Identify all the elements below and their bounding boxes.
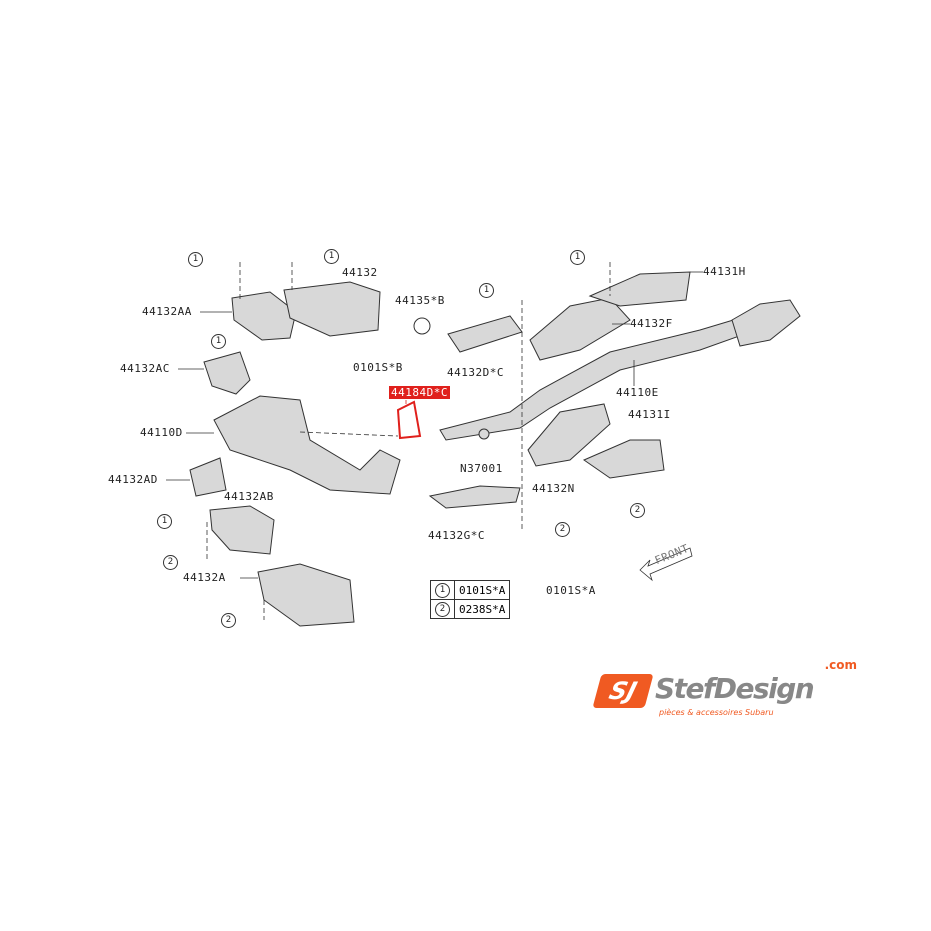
label-44132[interactable]: 44132 xyxy=(342,266,378,279)
heat-shield-44132GC xyxy=(428,485,521,509)
label-44132AC[interactable]: 44132AC xyxy=(120,362,170,375)
label-44135B[interactable]: 44135*B xyxy=(395,294,445,307)
label-44131H[interactable]: 44131H xyxy=(703,265,746,278)
callout-1: 1 xyxy=(479,283,494,298)
callout-1: 1 xyxy=(211,334,226,349)
label-44132DC[interactable]: 44132D*C xyxy=(447,366,504,379)
front-arrow xyxy=(639,547,693,582)
legend-row: 2 0238S*A xyxy=(430,599,511,619)
heat-shield-44131I xyxy=(582,439,665,479)
gasket-44184DC xyxy=(396,400,422,440)
heat-shield-44132AA xyxy=(231,291,297,341)
logo-tagline: pièces & accessoires Subaru xyxy=(659,708,774,717)
callout-2: 2 xyxy=(630,503,645,518)
manifold-44110D xyxy=(213,395,401,495)
legend-part: 0238S*A xyxy=(453,599,511,619)
label-44132AB[interactable]: 44132AB xyxy=(224,490,274,503)
label-44184DC-highlighted[interactable]: 44184D*C xyxy=(389,386,450,399)
logo-name: StefDesign xyxy=(655,672,815,705)
callout-2: 2 xyxy=(163,555,178,570)
label-44110D[interactable]: 44110D xyxy=(140,426,183,439)
callout-1: 1 xyxy=(157,514,172,529)
heat-shield-44132N xyxy=(527,403,611,467)
callout-1: 1 xyxy=(324,249,339,264)
label-44132A[interactable]: 44132A xyxy=(183,571,226,584)
heat-shield-44132DC xyxy=(447,315,523,353)
callout-2: 2 xyxy=(221,613,236,628)
nut-N37001 xyxy=(478,428,490,440)
label-44132F[interactable]: 44132F xyxy=(630,317,673,330)
label-44132AD[interactable]: 44132AD xyxy=(108,473,158,486)
legend-num: 2 xyxy=(435,602,450,617)
heat-shield-44132 xyxy=(283,281,381,337)
fastener-legend: 1 0101S*A 2 0238S*A xyxy=(430,580,511,619)
catalyst-44132F xyxy=(529,297,631,361)
callout-2: 2 xyxy=(555,522,570,537)
legend-row: 1 0101S*A xyxy=(430,580,511,600)
label-44132GC[interactable]: 44132G*C xyxy=(428,529,485,542)
gasket-44135B xyxy=(413,317,431,335)
heat-shield-44132AB xyxy=(209,505,275,555)
callout-1: 1 xyxy=(188,252,203,267)
label-0101SA: 0101S*A xyxy=(546,584,596,597)
label-44132AA[interactable]: 44132AA xyxy=(142,305,192,318)
label-N37001[interactable]: N37001 xyxy=(460,462,503,475)
stefdesign-logo: SJ StefDesign .com pièces & accessoires … xyxy=(592,659,857,720)
label-44131I[interactable]: 44131I xyxy=(628,408,671,421)
legend-part: 0101S*A xyxy=(453,580,511,600)
heat-shield-44131H xyxy=(588,271,691,307)
logo-mark: SJ xyxy=(592,674,654,708)
heat-shield-44132AC xyxy=(203,351,251,395)
legend-num: 1 xyxy=(435,583,450,598)
heat-shield-44132AD xyxy=(189,457,227,497)
label-44132N[interactable]: 44132N xyxy=(532,482,575,495)
heat-shield-44132A xyxy=(257,563,355,627)
callout-1: 1 xyxy=(570,250,585,265)
label-0101SB[interactable]: 0101S*B xyxy=(353,361,403,374)
label-44110E[interactable]: 44110E xyxy=(616,386,659,399)
rear-cat-44110E xyxy=(731,299,801,347)
logo-domain: .com xyxy=(824,658,857,672)
